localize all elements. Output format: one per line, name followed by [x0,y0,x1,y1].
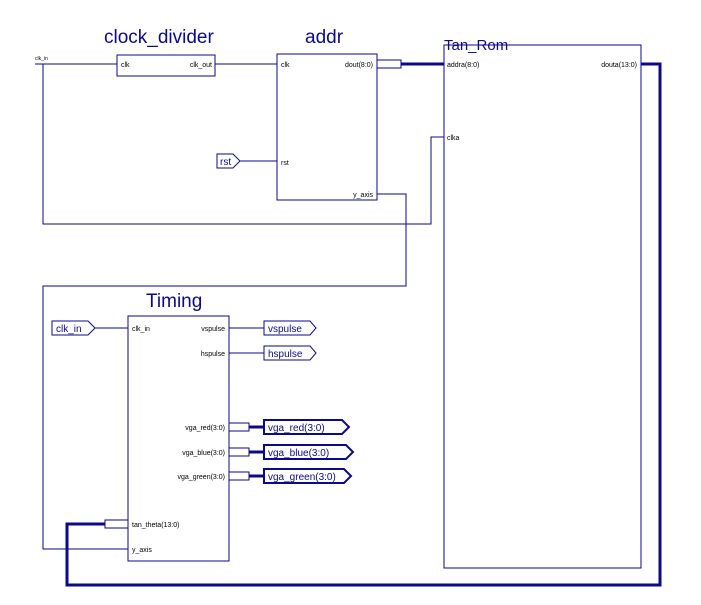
timing-pin-vga-green: vga_green(3:0) [178,474,225,481]
hspulse-output-port[interactable]: hspulse [263,345,317,361]
addr-pin-clk: clk [281,62,290,69]
vga-green-output-port[interactable]: vga_green(3:0) [263,468,353,484]
timing-pin-y-axis: y_axis [132,547,152,554]
vga-red-output-port[interactable]: vga_red(3:0) [263,419,351,435]
clock-divider-pin-clk: clk [121,62,130,69]
rst-input-port[interactable]: rst [216,153,241,169]
addr-pin-dout: dout(8:0) [345,62,373,69]
timing-pin-tan-theta: tan_theta(13:0) [132,522,179,529]
clk-in-port-label: clk_in [56,324,82,335]
vga-red-bus-marker [228,422,250,432]
clock-divider-title: clock_divider [104,27,214,48]
hspulse-port-label: hspulse [268,349,303,360]
timing-pin-clk-in: clk_in [132,326,150,333]
vspulse-port-label: vspulse [268,324,302,335]
vga-blue-bus-marker [228,447,250,457]
vga-red-port-label: vga_red(3:0) [268,423,325,434]
clk-in-net-label: clk_in [35,56,48,62]
vga-blue-port-label: vga_blue(3:0) [268,448,329,459]
tan-rom-block[interactable]: Tan_Rom addra(8:0) clka douta(13:0) [443,37,642,569]
dout-bus-marker [376,59,402,69]
timing-pin-vga-blue: vga_blue(3:0) [182,450,225,457]
clock-divider-pin-clk-out: clk_out [190,62,212,69]
addr-block[interactable]: addr clk rst dout(8:0) y_axis [276,27,378,201]
clk-in-input-port[interactable]: clk_in [51,320,96,336]
tan-rom-pin-douta: douta(13:0) [601,62,637,69]
tan-rom-pin-addra: addra(8:0) [447,62,479,69]
timing-pin-vga-red: vga_red(3:0) [185,425,225,432]
tan-rom-pin-clka: clka [447,135,460,142]
addr-pin-rst: rst [281,160,289,167]
vga-green-port-label: vga_green(3:0) [268,472,336,483]
timing-title: Timing [146,291,202,312]
clock-divider-block[interactable]: clock_divider clk clk_out [104,27,216,77]
timing-pin-vspulse: vspulse [201,326,225,333]
vspulse-output-port[interactable]: vspulse [263,320,317,336]
timing-pin-hspulse: hspulse [201,351,225,358]
bus-douta-to-tan-theta [65,62,662,587]
vga-green-bus-marker [228,471,250,481]
rst-port-label: rst [220,157,231,168]
tan-theta-bus-marker [104,519,129,529]
timing-block[interactable]: Timing clk_in vspulse hspulse vga_red(3:… [127,291,230,562]
addr-pin-y-axis: y_axis [353,192,373,199]
addr-title: addr [305,27,344,48]
tan-rom-title: Tan_Rom [444,37,508,54]
vga-blue-output-port[interactable]: vga_blue(3:0) [263,444,355,460]
wire-clk-to-clka [42,64,444,225]
wire-y-axis [42,193,407,550]
